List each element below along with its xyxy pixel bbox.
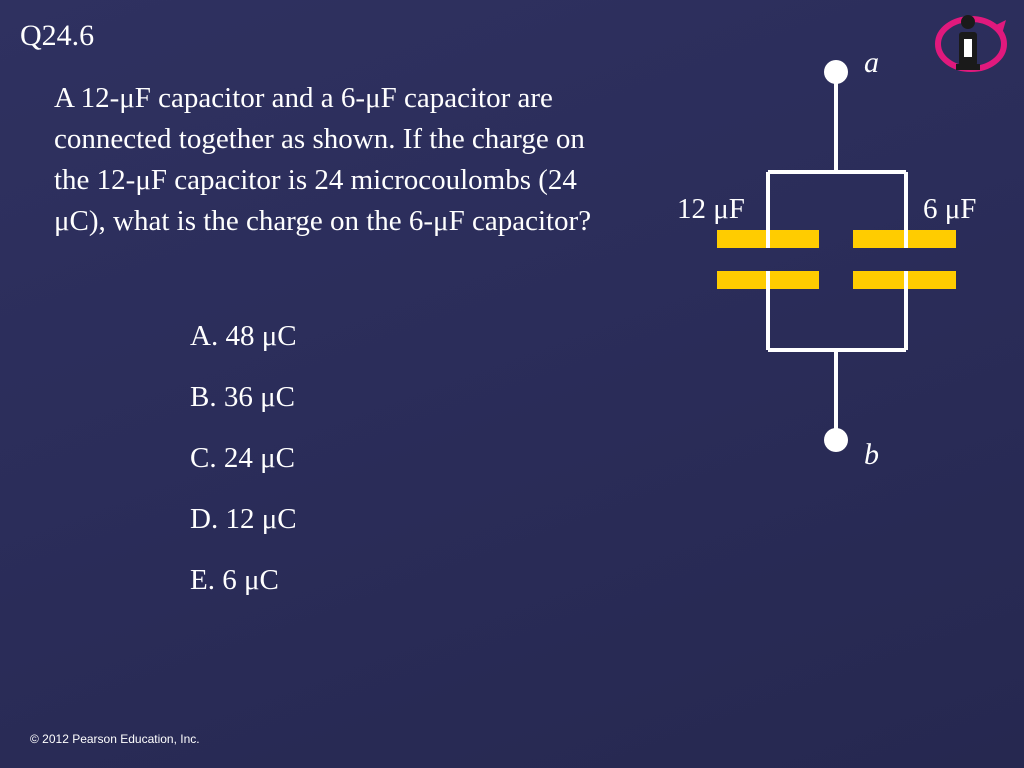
capacitor-circuit-diagram: a b 12 μF 6 μF	[677, 46, 976, 471]
terminal-b-label: b	[864, 438, 879, 471]
terminal-b-dot	[824, 428, 848, 452]
capacitor-6uf	[853, 230, 956, 289]
choice-b[interactable]: B. 36 μC	[190, 381, 295, 413]
answer-choices: A. 48 μC B. 36 μC C. 24 μC D. 12 μC E. 6…	[190, 318, 297, 623]
copyright-footer: © 2012 Pearson Education, Inc.	[30, 732, 200, 746]
terminal-a-label: a	[864, 46, 879, 79]
choice-c[interactable]: C. 24 μC	[190, 442, 295, 474]
capacitor-6uf-label: 6 μF	[923, 193, 976, 225]
question-id: Q24.6	[20, 19, 95, 52]
choice-e[interactable]: E. 6 μC	[190, 564, 279, 596]
terminal-a-dot	[824, 60, 848, 84]
capacitor-12uf-label: 12 μF	[677, 193, 745, 225]
capacitor-12uf	[717, 230, 819, 289]
choice-a[interactable]: A. 48 μC	[190, 320, 297, 352]
question-text: A 12-μF capacitor and a 6-μF capacitor a…	[54, 82, 592, 237]
info-person-icon	[935, 15, 1007, 72]
choice-d[interactable]: D. 12 μC	[190, 503, 297, 535]
